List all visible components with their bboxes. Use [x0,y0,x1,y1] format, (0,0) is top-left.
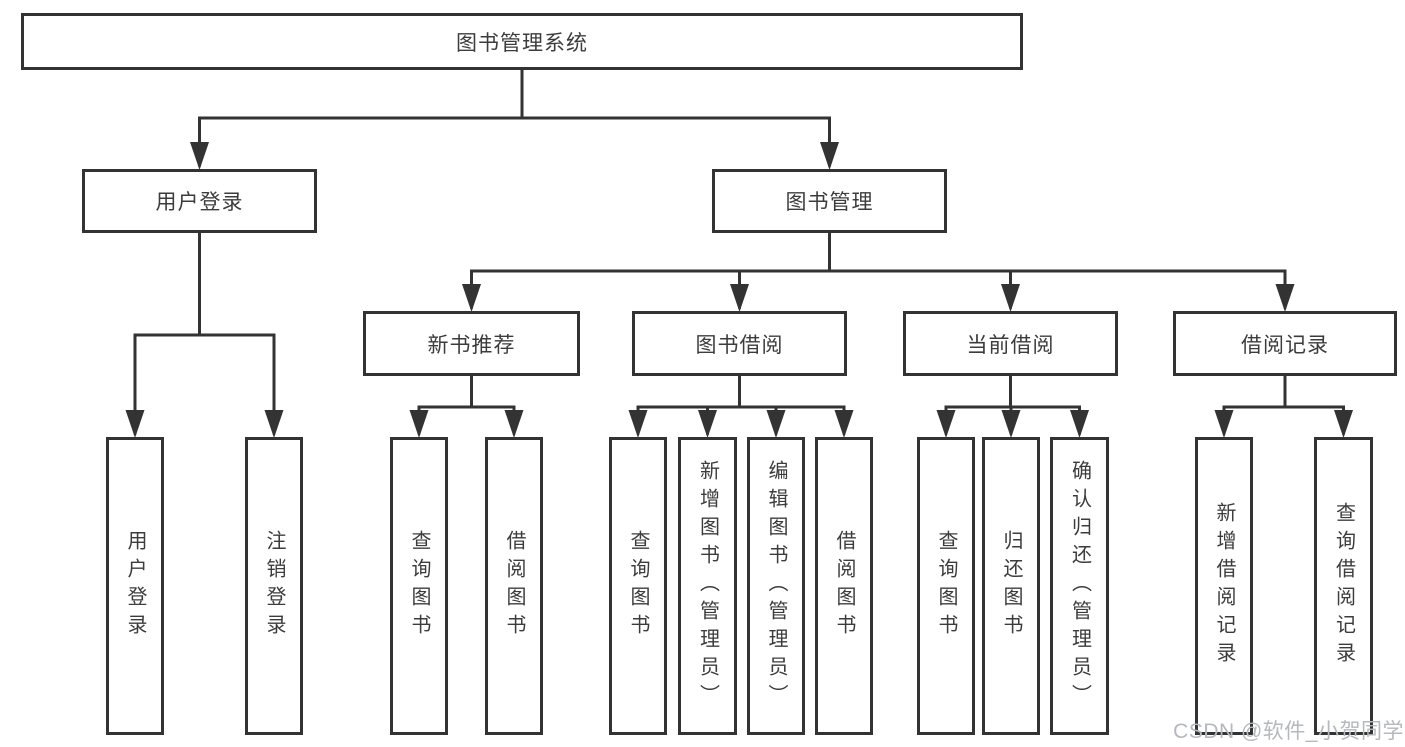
arrow-down-icon [1214,410,1234,438]
edge-line [470,230,1287,309]
node-label: 图书借阅 [695,333,784,357]
arrow-down-icon [1001,284,1020,312]
arrow-down-icon [936,410,956,438]
node-user-login: 用户登录 [82,169,317,233]
leaf-query-books: 查询图书 [609,437,667,735]
node-current-borrowing: 当前借阅 [903,311,1118,376]
node-label: 图书管理 [785,191,874,214]
node-new-book-recommend: 新书推荐 [363,311,580,376]
node-label: 用户登录 [155,191,244,214]
arrow-down-icon [462,284,481,312]
arrow-down-icon [125,410,145,438]
node-label: 查询借阅记录 [1332,502,1355,670]
node-label: 查询图书 [935,530,957,642]
edge-line [417,373,516,435]
node-label: 注销登录 [263,530,285,642]
leaf-add-books-admin: 新增图书（管理员） [678,437,737,735]
node-library-management-system: 图书管理系统 [21,13,1023,70]
arrow-down-icon [190,142,209,170]
leaf-borrow-books: 借阅图书 [485,437,543,735]
arrow-down-icon [628,410,648,438]
node-label: 用户登录 [124,530,146,642]
arrow-down-icon [1275,284,1295,312]
arrow-down-icon [409,410,429,438]
arrow-down-icon [264,410,284,438]
arrow-down-icon [834,410,854,438]
arrow-down-icon [1001,410,1021,438]
leaf-query-books: 查询图书 [917,437,975,735]
leaf-borrow-books: 借阅图书 [815,437,873,735]
arrow-down-icon [730,284,749,312]
leaf-user-login: 用户登录 [106,437,164,735]
node-label: 当前借阅 [966,333,1055,357]
arrow-down-icon [820,142,839,170]
arrow-down-icon [1070,410,1089,438]
edge-line [198,67,831,167]
node-label: 借阅图书 [833,530,855,642]
node-book-management: 图书管理 [712,169,947,233]
leaf-logout: 注销登录 [245,437,303,735]
edge-line [636,373,846,435]
leaf-query-books: 查询图书 [390,437,448,735]
node-label: 确认归还（管理员） [1068,460,1091,712]
edge-line [133,230,276,435]
node-label: 新增借阅记录 [1213,502,1235,670]
leaf-edit-books-admin: 编辑图书（管理员） [747,437,805,735]
node-label: 编辑图书（管理员） [765,460,787,712]
leaf-add-borrow-record: 新增借阅记录 [1195,437,1253,735]
arrow-down-icon [766,410,786,438]
node-label: 借阅图书 [503,530,525,642]
leaf-query-borrow-record: 查询借阅记录 [1314,437,1373,735]
edge-line [1222,373,1345,435]
node-label: 借阅记录 [1241,333,1329,357]
arrow-down-icon [504,410,524,438]
node-label: 查询图书 [627,530,649,642]
leaf-return-books: 归还图书 [982,437,1040,735]
arrow-down-icon [698,410,717,438]
node-label: 归还图书 [1000,530,1022,642]
node-label: 新书推荐 [427,333,516,357]
node-label: 图书管理系统 [456,31,588,55]
arrow-down-icon [1334,410,1353,438]
node-book-borrowing: 图书借阅 [632,311,847,376]
node-label: 查询图书 [408,530,430,642]
node-borrowing-records: 借阅记录 [1173,311,1397,376]
leaf-confirm-return-admin: 确认归还（管理员） [1050,437,1109,735]
node-label: 新增图书（管理员） [696,460,719,712]
